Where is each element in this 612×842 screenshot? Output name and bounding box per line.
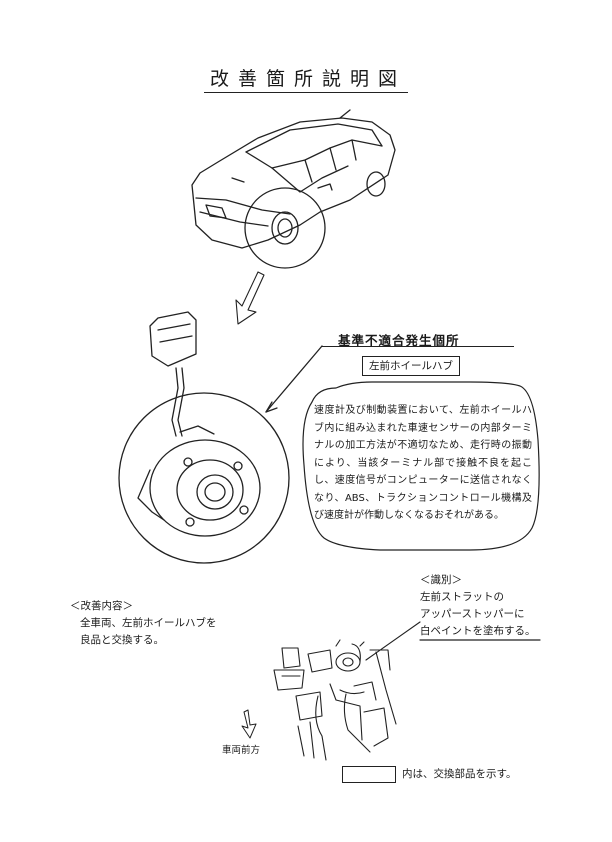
identification-title: ＜識別＞ <box>420 574 462 586</box>
legend-text: 内は、交換部品を示す。 <box>402 768 517 780</box>
description-bubble <box>302 381 540 551</box>
defect-location-heading: 基準不適合発生個所 <box>338 333 460 348</box>
identification-line: 白ペイントを塗布する。 <box>420 625 536 637</box>
leader-line <box>265 345 323 413</box>
wheel-callout-circle <box>244 187 326 269</box>
remedy-line: 全車両、左前ホイールハブを <box>80 617 217 629</box>
remedy-line: 良品と交換する。 <box>80 634 164 646</box>
identification-line: アッパーストッパーに <box>420 608 525 620</box>
engine-bay-illustration <box>273 639 397 761</box>
identification-line: 左前ストラットの <box>420 591 504 603</box>
legend-swatch <box>342 766 396 783</box>
part-label-box: 左前ホイールハブ <box>362 356 460 376</box>
wheel-hub-illustration <box>118 311 290 564</box>
front-arrow-icon <box>241 709 257 739</box>
heading-underline <box>322 346 514 347</box>
remedy-title: ＜改善内容＞ <box>70 600 133 612</box>
identification-body: 左前ストラットの アッパーストッパーに 白ペイントを塗布する。 <box>420 589 560 640</box>
arrow-icon <box>235 271 265 325</box>
defect-description: 速度計及び制動装置において、左前ホイールハブ内に組み込まれた車速センサーの内部タ… <box>314 405 532 521</box>
page-title: 改善箇所説明図 <box>0 64 612 93</box>
car-illustration <box>191 109 396 249</box>
remedy-body: 全車両、左前ホイールハブを 良品と交換する。 <box>80 615 245 649</box>
vehicle-front-label: 車両前方 <box>222 745 261 756</box>
